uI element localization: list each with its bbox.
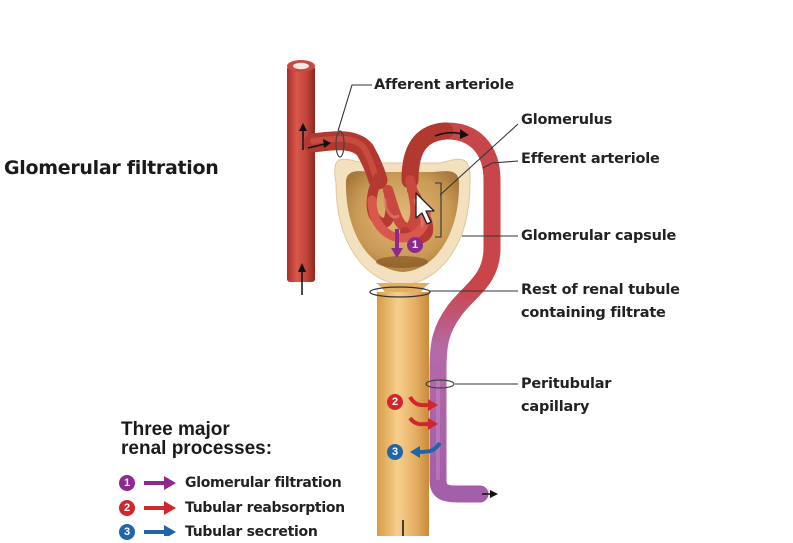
legend-title-line1: Three major	[121, 419, 230, 440]
legend-label: Tubular reabsorption	[185, 500, 345, 516]
interlobular-artery	[287, 60, 315, 295]
renal-tubule	[369, 283, 431, 536]
arrow-right-icon	[143, 525, 179, 539]
label-afferent-arteriole: Afferent arteriole	[374, 77, 514, 93]
arrow-right-icon	[143, 476, 179, 490]
label-glomerulus: Glomerulus	[521, 112, 613, 128]
filtration-arrow	[391, 229, 403, 258]
secretion-arrow	[410, 441, 442, 458]
label-glomerular-capsule: Glomerular capsule	[521, 228, 677, 244]
label-renal-tubule: Rest of renal tubule containing filtrate	[521, 279, 680, 325]
label-renal-tubule-line2: containing filtrate	[521, 305, 666, 321]
slide-title: Glomerular filtration	[4, 157, 219, 179]
legend-label: Glomerular filtration	[185, 475, 342, 491]
legend-arrows	[144, 476, 176, 536]
marker-badge-2: 2	[387, 394, 403, 410]
peritubular-capillary-ring	[425, 379, 455, 389]
legend-badge-1: 1	[119, 475, 135, 491]
legend-item-filtration: 1 Glomerular filtration	[119, 472, 342, 494]
label-renal-tubule-line1: Rest of renal tubule	[521, 282, 680, 298]
marker-badge-3: 3	[387, 444, 403, 460]
afferent-ring	[335, 130, 345, 158]
label-peritubular-line2: capillary	[521, 399, 590, 415]
label-peritubular-line1: Peritubular	[521, 376, 612, 392]
legend-label: Tubular secretion	[185, 524, 318, 540]
efferent-arteriole	[401, 122, 501, 503]
mouse-cursor-icon	[415, 192, 435, 225]
reabsorption-arrows	[408, 395, 438, 430]
legend-badge-3: 3	[119, 524, 135, 540]
legend-item-reabsorption: 2 Tubular reabsorption	[119, 497, 345, 519]
legend-badge-2: 2	[119, 500, 135, 516]
marker-badge-1: 1	[407, 237, 423, 253]
afferent-arteriole	[303, 131, 388, 190]
label-efferent-arteriole: Efferent arteriole	[521, 151, 660, 167]
arrow-right-icon	[143, 501, 179, 515]
legend-title-line2: renal processes:	[121, 438, 273, 459]
legend-item-secretion: 3 Tubular secretion	[119, 521, 318, 543]
legend-title: Three major renal processes:	[121, 420, 272, 458]
label-peritubular-capillary: Peritubular capillary	[521, 373, 611, 419]
leader-lines	[337, 84, 519, 385]
